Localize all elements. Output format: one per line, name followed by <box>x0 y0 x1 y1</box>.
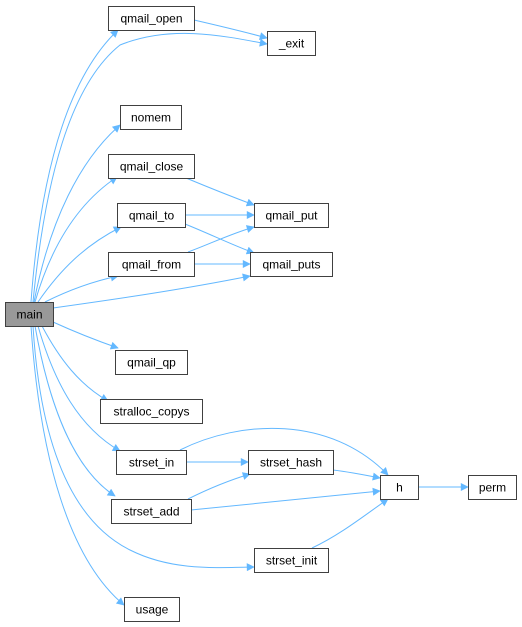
node-strset-hash[interactable]: strset_hash <box>248 450 334 475</box>
edge-main-to-qmail-puts <box>52 273 251 309</box>
node-box-qmail-close[interactable] <box>108 154 195 179</box>
node-label-qmail-to: qmail_to <box>129 209 175 223</box>
node-label-stralloc-copys: stralloc_copys <box>113 405 189 419</box>
node-box-qmail-puts[interactable] <box>250 252 333 277</box>
edge-main-to-qmail-qp <box>52 321 119 350</box>
node-label-strset-hash: strset_hash <box>260 456 322 470</box>
node-box-h[interactable] <box>380 475 419 500</box>
node-box-strset-add[interactable] <box>111 499 192 524</box>
node-box-qmail-from[interactable] <box>108 252 195 277</box>
node-h[interactable]: h <box>380 475 419 500</box>
edge-main-to--exit <box>32 32 268 303</box>
node-main[interactable]: main <box>5 302 54 327</box>
node-label-qmail-from: qmail_from <box>122 258 181 272</box>
edge-strset-add-to-h <box>190 487 381 511</box>
node-stralloc-copys[interactable]: stralloc_copys <box>100 399 203 424</box>
edge-strset-add-to-strset-hash <box>187 472 251 500</box>
node-box-nomem[interactable] <box>120 105 182 130</box>
node-strset-init[interactable]: strset_init <box>254 548 329 573</box>
edge-qmail-open-to--exit <box>193 19 268 40</box>
node-label-h: h <box>396 481 403 495</box>
node-qmail-puts[interactable]: qmail_puts <box>250 252 333 277</box>
node-label-qmail-puts: qmail_puts <box>262 258 320 272</box>
edge-main-to-usage <box>30 325 125 606</box>
node-qmail-from[interactable]: qmail_from <box>108 252 195 277</box>
node-qmail-put[interactable]: qmail_put <box>254 203 329 228</box>
node-box-usage[interactable] <box>124 597 180 622</box>
edge-qmail-close-to-qmail-put <box>185 177 255 207</box>
node-box-qmail-qp[interactable] <box>115 350 188 375</box>
node-box-strset-init[interactable] <box>254 548 329 573</box>
edge-main-to-qmail-open <box>30 29 119 303</box>
node-label-main: main <box>16 308 42 322</box>
node-label-exit: _exit <box>278 37 305 51</box>
edge-main-to-nomem <box>33 124 121 303</box>
node-box-main[interactable] <box>5 302 54 327</box>
node-qmail-close[interactable]: qmail_close <box>108 154 195 179</box>
edges-layer <box>30 19 469 606</box>
edge-main-to-strset-init <box>32 325 255 572</box>
node-usage[interactable]: usage <box>124 597 180 622</box>
node-label-qmail-put: qmail_put <box>265 209 318 223</box>
node-strset-in[interactable]: strset_in <box>116 450 187 475</box>
node-box-stralloc-copys[interactable] <box>100 399 203 424</box>
node-exit[interactable]: _exit <box>267 31 316 56</box>
node-qmail-to[interactable]: qmail_to <box>117 203 186 228</box>
node-box-exit[interactable] <box>267 31 316 56</box>
node-box-strset-in[interactable] <box>116 450 187 475</box>
edge-main-to-qmail-to <box>37 226 122 303</box>
edge-main-to-strset-add <box>34 325 116 497</box>
node-box-perm[interactable] <box>468 475 517 500</box>
node-label-qmail-qp: qmail_qp <box>127 356 176 370</box>
edge-strset-hash-to-h <box>332 469 381 481</box>
node-box-qmail-put[interactable] <box>254 203 329 228</box>
edge-qmail-to-to-qmail-puts <box>184 223 255 255</box>
edge-main-to-qmail-close <box>34 176 118 303</box>
node-box-strset-hash[interactable] <box>248 450 334 475</box>
edge-main-to-strset-in <box>37 325 121 452</box>
node-label-strset-in: strset_in <box>129 456 174 470</box>
node-box-qmail-to[interactable] <box>117 203 186 228</box>
node-label-strset-add: strset_add <box>123 505 179 519</box>
edge-strset-init-to-h <box>311 498 389 549</box>
edge-main-to-stralloc-copys <box>41 325 109 402</box>
edge-qmail-from-to-qmail-put <box>187 225 255 253</box>
node-label-qmail-open: qmail_open <box>120 12 182 26</box>
node-qmail-open[interactable]: qmail_open <box>108 6 195 31</box>
node-label-usage: usage <box>136 603 169 617</box>
node-label-qmail-close: qmail_close <box>120 160 184 174</box>
edge-strset-in-to-h <box>179 427 389 476</box>
edge-main-to-qmail-from <box>44 273 119 303</box>
node-perm[interactable]: perm <box>468 475 517 500</box>
node-qmail-qp[interactable]: qmail_qp <box>115 350 188 375</box>
node-box-qmail-open[interactable] <box>108 6 195 31</box>
node-label-strset-init: strset_init <box>266 554 318 568</box>
node-label-nomem: nomem <box>131 111 171 125</box>
node-nomem[interactable]: nomem <box>120 105 182 130</box>
node-label-perm: perm <box>479 481 506 495</box>
node-strset-add[interactable]: strset_add <box>111 499 192 524</box>
